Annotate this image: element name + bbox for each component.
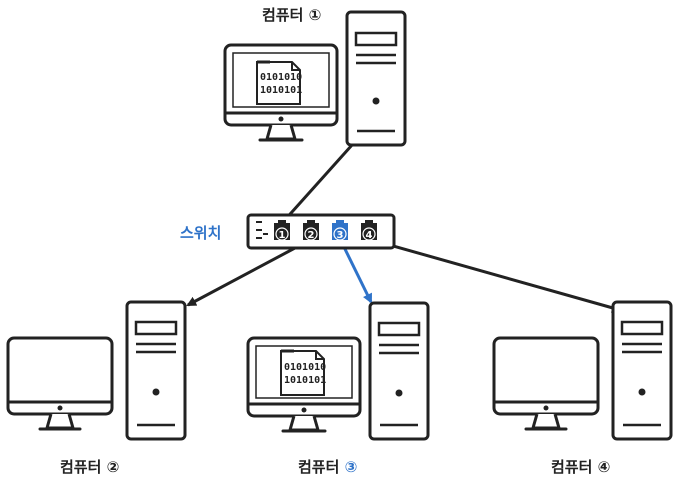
switch-port-2: 2	[303, 220, 319, 241]
computer-3-label-number: ③	[345, 458, 358, 476]
network-switch: 1 2 3 4	[246, 213, 396, 250]
switch-port-1: 1	[274, 220, 290, 241]
tower-icon	[611, 300, 673, 441]
file-bits-line-1: 0101010	[260, 72, 302, 83]
computer-3-label-text: 컴퓨터	[298, 458, 339, 476]
file-bits-line-1: 0101010	[284, 362, 326, 373]
link-computer1-to-switch	[281, 143, 354, 224]
switch-port-3: 3	[332, 220, 348, 241]
link-switch-to-computer3	[341, 244, 373, 304]
monitor-icon	[492, 336, 600, 431]
port-number-1: 1	[279, 230, 286, 241]
file-bits-line-2: 1010101	[284, 375, 326, 386]
file-bits-line-2: 1010101	[260, 85, 302, 96]
port-number-2: 2	[308, 230, 315, 241]
computer-1: 0101010 1010101	[223, 10, 407, 147]
computer-3: 0101010 1010101	[246, 301, 430, 441]
computer-1-label: 컴퓨터 ①	[262, 6, 321, 24]
switch-port-4: 4	[361, 220, 377, 241]
link-switch-to-computer4	[371, 238, 622, 313]
port-number-3: 3	[337, 230, 344, 241]
monitor-icon	[6, 336, 114, 431]
computer-3-label: 컴퓨터 ③	[298, 458, 357, 476]
tower-icon	[345, 10, 407, 147]
switch-label: 스위치	[180, 224, 221, 242]
link-switch-to-computer2	[186, 238, 311, 307]
computer-2-label: 컴퓨터 ②	[60, 458, 119, 476]
computer-4	[492, 300, 673, 441]
file-icon: 0101010 1010101	[256, 60, 302, 105]
tower-icon	[125, 300, 187, 441]
port-number-4: 4	[366, 230, 373, 241]
computer-4-label: 컴퓨터 ④	[551, 458, 610, 476]
tower-icon	[368, 301, 430, 441]
computer-2	[6, 300, 187, 441]
file-icon: 0101010 1010101	[280, 349, 326, 396]
